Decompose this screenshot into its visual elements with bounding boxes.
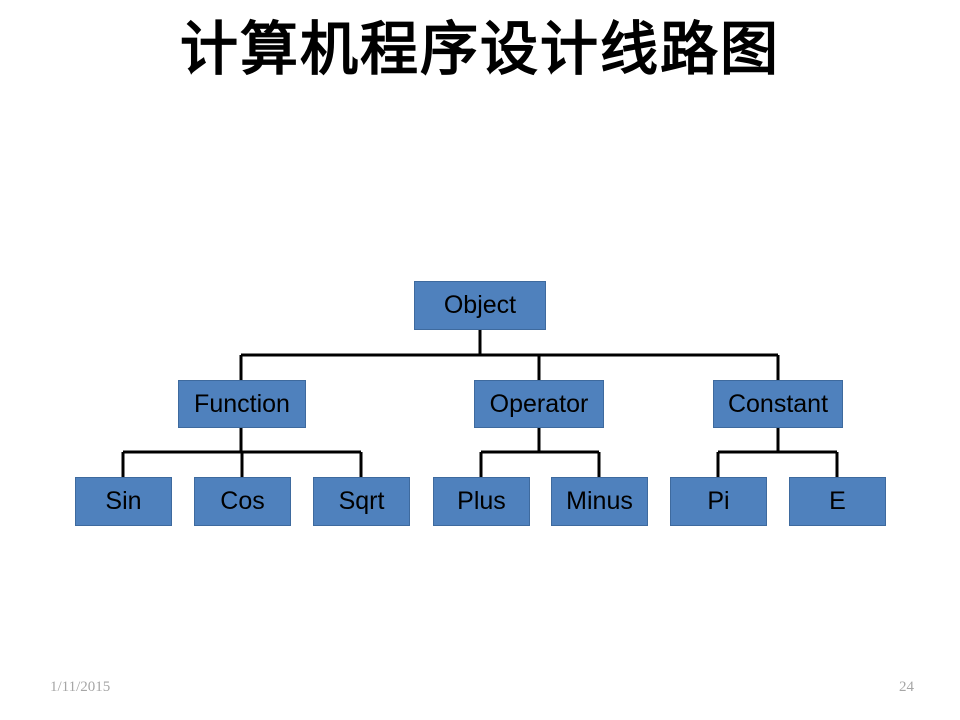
node-sqrt[interactable]: Sqrt [313,477,410,526]
footer-date: 1/11/2015 [50,679,111,695]
node-sin[interactable]: Sin [75,477,172,526]
node-object[interactable]: Object [414,281,546,330]
node-e[interactable]: E [789,477,886,526]
node-minus[interactable]: Minus [551,477,648,526]
node-constant[interactable]: Constant [713,380,843,428]
node-operator[interactable]: Operator [474,380,604,428]
node-cos[interactable]: Cos [194,477,291,526]
node-function[interactable]: Function [178,380,306,428]
node-pi[interactable]: Pi [670,477,767,526]
footer-page-number: 24 [899,679,914,695]
page-title: 计算机程序设计线路图 [179,17,780,82]
node-plus[interactable]: Plus [433,477,530,526]
